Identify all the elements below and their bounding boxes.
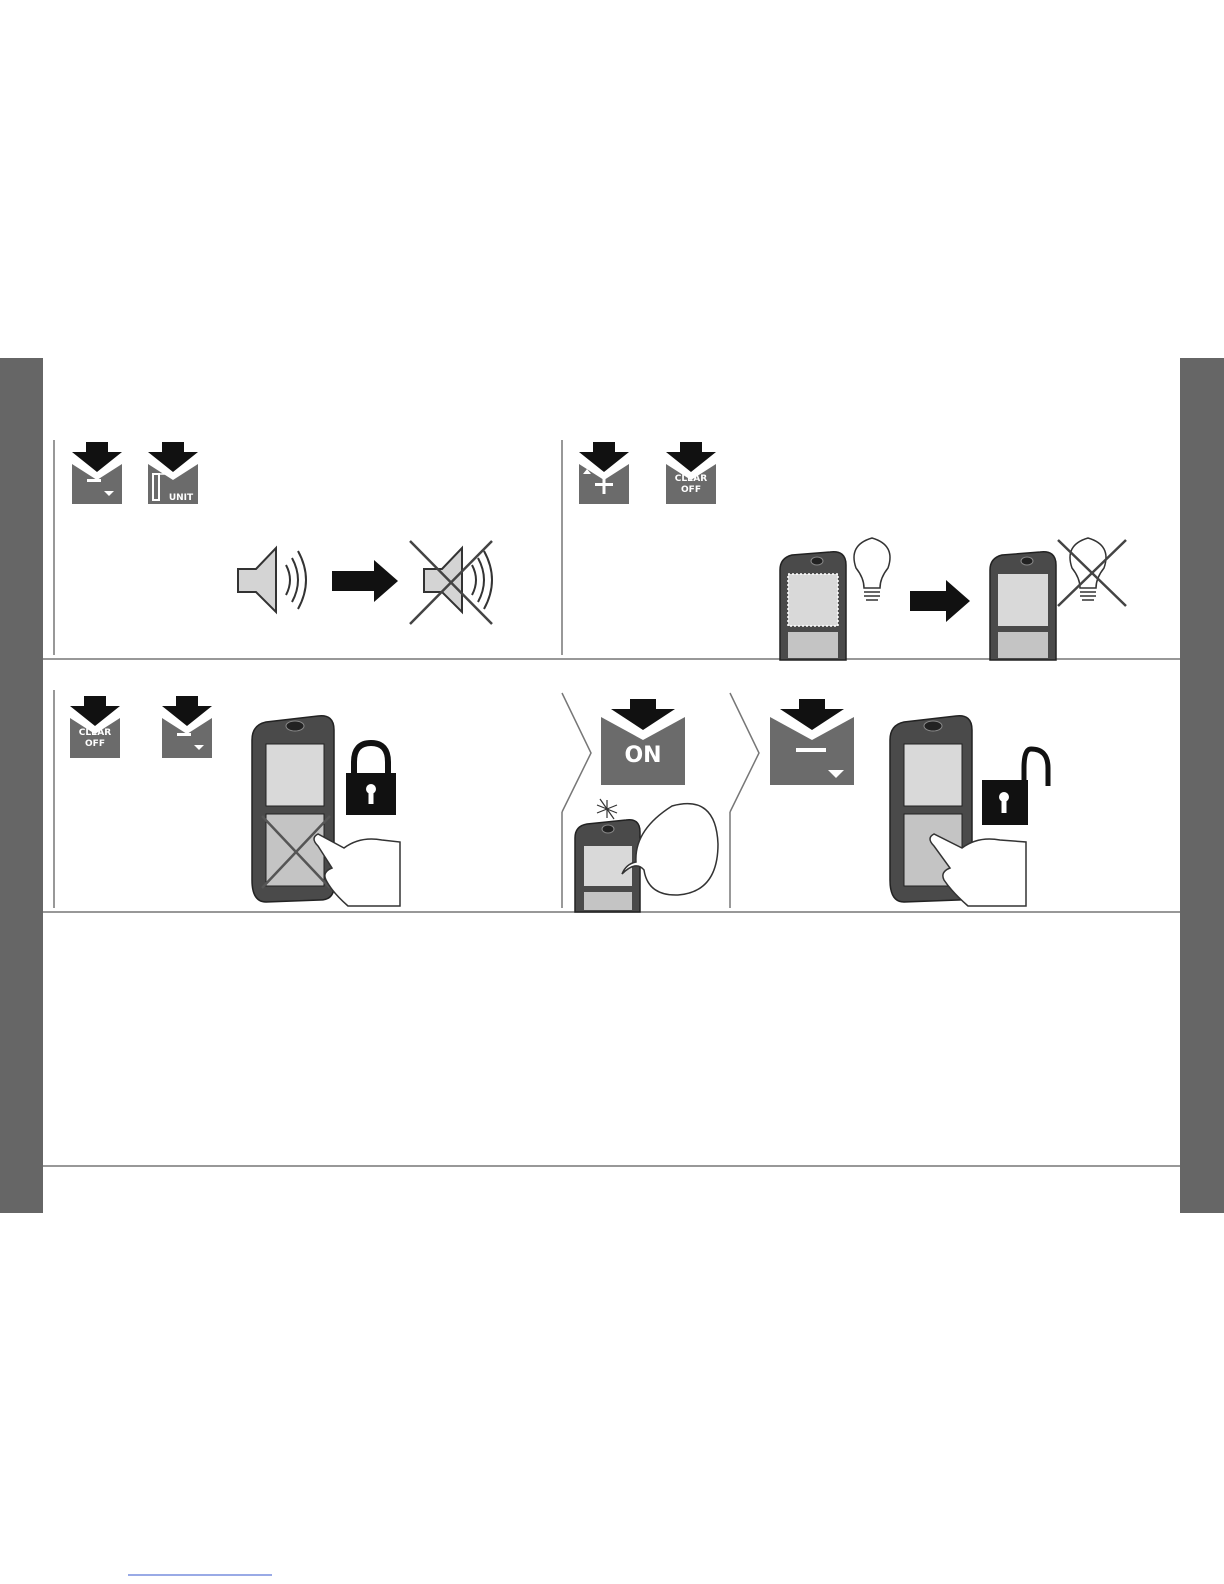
device-locked-icon [252,716,334,902]
step-unlock [770,699,1048,906]
unit-key-label: UNIT [169,493,194,503]
clear-off-key-icon: CLEAR OFF [666,442,716,504]
light-bulb-off-icon [1058,538,1126,606]
off-key-label: OFF [681,485,701,495]
device-power-on-icon [575,799,640,912]
step-beep: UNIT [72,442,492,624]
clear-key-label-2: CLEAR [79,728,111,738]
arrow-right-icon [332,560,398,602]
minus-down-key-icon [72,442,122,504]
left-side-bar [0,358,43,1213]
minus-down-key-icon-2 [162,696,212,758]
light-bulb-on-icon [854,538,890,600]
clear-off-key-icon-2: CLEAR OFF [70,696,120,758]
off-key-label-2: OFF [85,739,105,749]
unit-key-icon: UNIT [148,442,198,504]
step-lock: CLEAR OFF [70,696,400,906]
speaker-muted-icon [410,541,492,624]
clear-key-label: CLEAR [675,474,707,484]
step-on: ON [575,699,718,912]
right-side-bar [1180,358,1224,1213]
step-backlight: CLEAR OFF [579,442,1126,660]
padlock-open-icon [982,749,1048,825]
device-backlight-off-icon [990,552,1056,660]
speaker-on-icon [238,548,306,612]
plus-up-key-icon [579,442,629,504]
on-key-label: ON [624,743,661,768]
on-key-icon: ON [601,699,685,785]
device-backlight-on-icon [780,552,846,660]
arrow-right-icon-2 [910,580,970,622]
padlock-closed-icon [346,743,396,815]
minus-down-key-icon-3 [770,699,854,785]
